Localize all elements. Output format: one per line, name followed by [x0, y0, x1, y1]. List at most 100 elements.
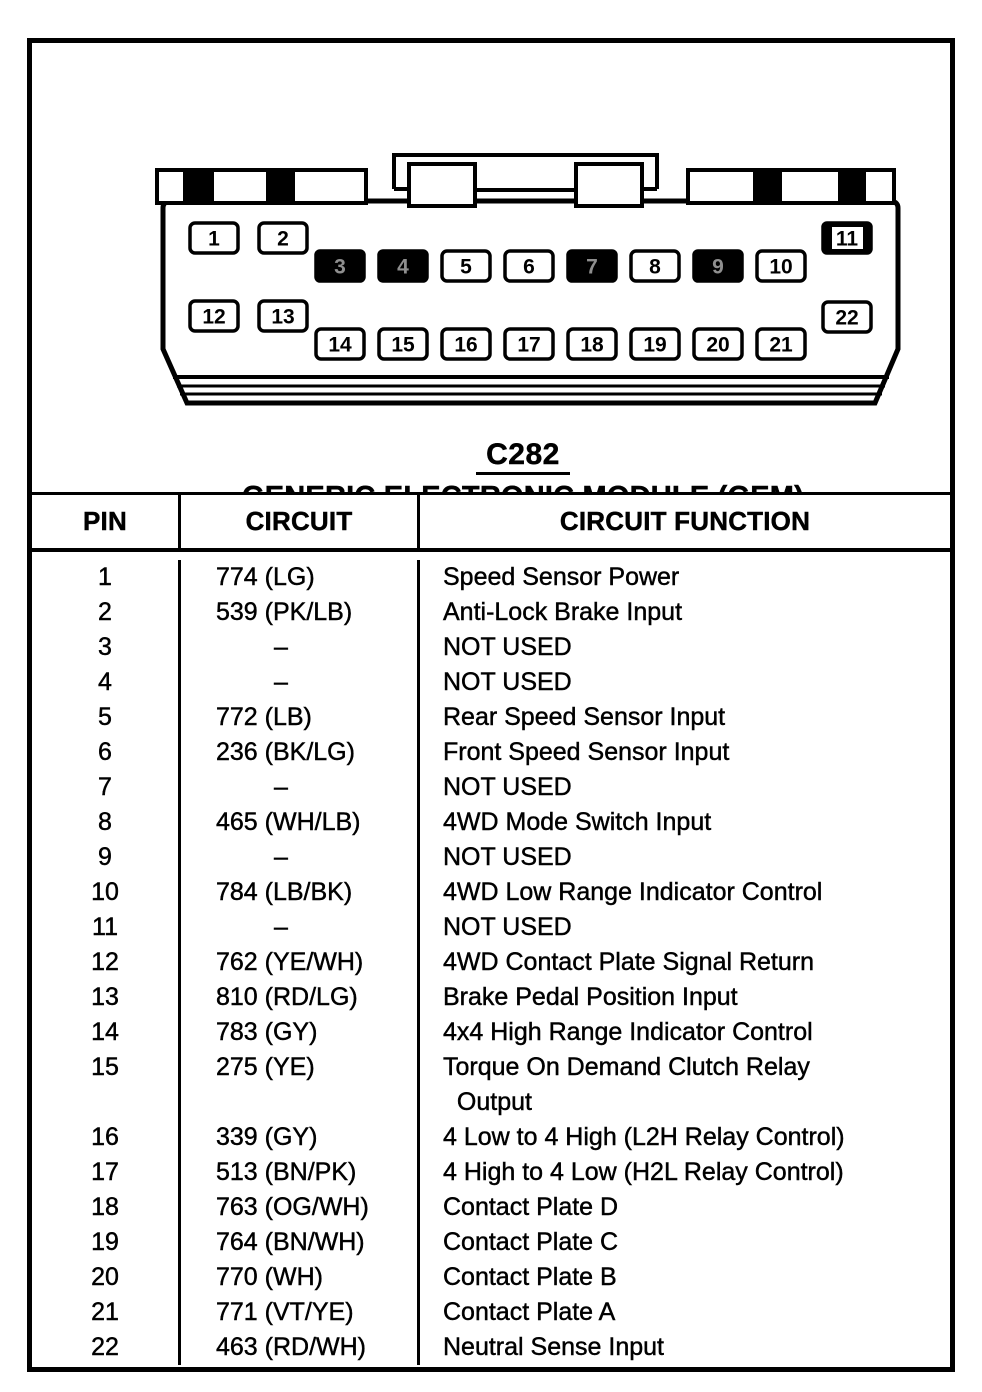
- connector-pin-9: 9: [692, 249, 744, 283]
- table-row: 4–NOT USED: [32, 665, 950, 700]
- function-cell: Brake Pedal Position Input: [443, 983, 738, 1011]
- connector-pin-1: 1: [188, 221, 240, 255]
- connector-pin-21: 21: [755, 327, 807, 361]
- header-circuit-function: CIRCUIT FUNCTION: [559, 506, 811, 536]
- table-row: 21 771 (VT/YE) Contact Plate A: [32, 1295, 950, 1330]
- pin-cell: 5: [98, 703, 112, 731]
- table-row: 3–NOT USED: [32, 630, 950, 665]
- function-cell: Contact Plate B: [443, 1263, 617, 1291]
- circuit-cell: –: [178, 840, 420, 875]
- circuit-cell: 810 (RD/LG): [178, 980, 420, 1015]
- table-row: 11–NOT USED: [32, 910, 950, 945]
- pin-cell: 1: [98, 563, 112, 591]
- circuit-cell: 762 (YE/WH): [178, 945, 420, 980]
- pin-number: 7: [586, 256, 598, 279]
- function-cell: NOT USED: [443, 913, 572, 941]
- pin-number: 1: [208, 228, 220, 251]
- pin-number: 5: [460, 256, 472, 279]
- connector-pin-7: 7: [566, 249, 618, 283]
- connector-pin-10: 10: [755, 249, 807, 283]
- pin-cell: 12: [91, 948, 119, 976]
- pin-cell: 17: [91, 1158, 119, 1186]
- pin-number: 14: [328, 334, 352, 357]
- connector-pin-13: 13: [257, 299, 309, 333]
- function-cell: 4WD Mode Switch Input: [443, 808, 712, 836]
- pin-cell: 22: [91, 1333, 119, 1361]
- pin-cell: 18: [91, 1193, 119, 1221]
- table-row: 18 763 (OG/WH) Contact Plate D: [32, 1190, 950, 1225]
- connector-pin-16: 16: [440, 327, 492, 361]
- connector-pin-19: 19: [629, 327, 681, 361]
- pin-cell: 9: [98, 843, 112, 871]
- pin-number: 15: [391, 334, 415, 357]
- function-cell: Contact Plate C: [443, 1228, 619, 1256]
- circuit-cell: 513 (BN/PK): [178, 1155, 420, 1190]
- connector-pin-22: 22: [821, 300, 873, 334]
- circuit-cell: 771 (VT/YE): [178, 1295, 420, 1330]
- pin-number: 4: [397, 256, 409, 279]
- function-cell: Contact Plate A: [443, 1298, 616, 1326]
- function-cell: NOT USED: [443, 633, 572, 661]
- pin-cell: 7: [98, 773, 112, 801]
- function-cell: Contact Plate D: [443, 1193, 619, 1221]
- function-cell: NOT USED: [443, 773, 572, 801]
- table-row: 7–NOT USED: [32, 770, 950, 805]
- pin-number: 3: [334, 256, 346, 279]
- connector-pin-11: 11: [821, 221, 873, 255]
- pin-cell: 6: [98, 738, 112, 766]
- function-cell: 4WD Low Range Indicator Control: [443, 878, 823, 906]
- connector-pin-8: 8: [629, 249, 681, 283]
- function-cell: Rear Speed Sensor Input: [443, 703, 726, 731]
- key-stripe: [753, 168, 782, 205]
- pin-cell: 21: [91, 1298, 119, 1326]
- latch-post: [574, 162, 644, 208]
- circuit-cell: 764 (BN/WH): [178, 1225, 420, 1260]
- connector-pin-12: 12: [188, 299, 240, 333]
- circuit-cell: –: [178, 665, 420, 700]
- pin-number: 12: [202, 306, 225, 329]
- connector-pin-3: 3: [314, 249, 366, 283]
- connector-pin-17: 17: [503, 327, 555, 361]
- pin-number: 20: [706, 334, 729, 357]
- pin-cell: 20: [91, 1263, 119, 1291]
- function-cell: 4 Low to 4 High (L2H Relay Control): [443, 1123, 845, 1151]
- header-pin: PIN: [83, 506, 127, 536]
- pin-number: 6: [523, 256, 535, 279]
- circuit-cell: 763 (OG/WH): [178, 1190, 420, 1225]
- pin-number: 22: [835, 307, 858, 330]
- pin-cell: 14: [91, 1018, 119, 1046]
- pin-cell: 15: [91, 1053, 119, 1081]
- table-row: 17 513 (BN/PK) 4 High to 4 Low (H2L Relay …: [32, 1155, 950, 1190]
- function-cell: Anti-Lock Brake Input: [443, 598, 683, 626]
- header-circuit: CIRCUIT: [178, 495, 420, 548]
- function-cell: NOT USED: [443, 843, 572, 871]
- function-cell: NOT USED: [443, 668, 572, 696]
- table-row: 9 –NOT USED: [32, 840, 950, 875]
- connector-pin-20: 20: [692, 327, 744, 361]
- circuit-cell: 275 (YE): [178, 1050, 420, 1120]
- pin-number: 9: [712, 256, 724, 279]
- function-cell: Neutral Sense Input: [443, 1333, 664, 1361]
- pin-number: 11: [836, 228, 859, 251]
- circuit-cell: 339 (GY): [178, 1120, 420, 1155]
- circuit-cell: 770 (WH): [178, 1260, 420, 1295]
- function-cell: 4 High to 4 Low (H2L Relay Control): [443, 1158, 844, 1186]
- connector-pin-5: 5: [440, 249, 492, 283]
- circuit-cell: 784 (LB/BK): [178, 875, 420, 910]
- circuit-cell: 783 (GY): [178, 1015, 420, 1050]
- table-row: 20 770 (WH) Contact Plate B: [32, 1260, 950, 1295]
- circuit-cell: 539 (PK/LB): [178, 595, 420, 630]
- circuit-cell: 236 (BK/LG): [178, 735, 420, 770]
